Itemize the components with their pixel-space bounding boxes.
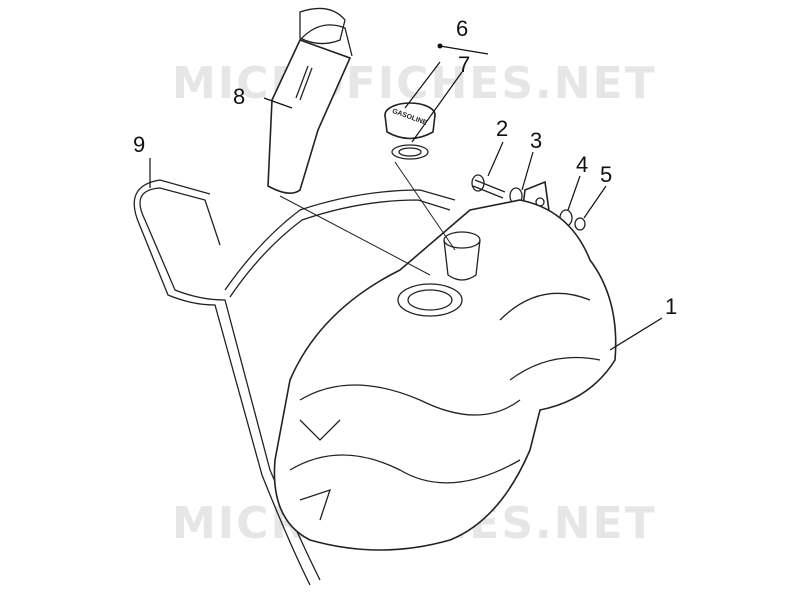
callout-4: 4 [576, 152, 589, 177]
fuel-tank [273, 199, 617, 551]
callout-1: 1 [665, 294, 678, 319]
fuel-cap [384, 102, 436, 160]
callout-3: 3 [530, 128, 543, 153]
leader-lines [149, 43, 663, 351]
callout-5: 5 [600, 162, 613, 187]
callout-6: 6 [456, 16, 469, 41]
callout-9: 9 [133, 132, 146, 157]
fuel-level-sender [267, 7, 353, 194]
watermark-top: MICROFICHES.NET [172, 58, 657, 109]
callout-2: 2 [496, 116, 509, 141]
callout-8: 8 [233, 84, 246, 109]
callout-7: 7 [458, 52, 471, 77]
